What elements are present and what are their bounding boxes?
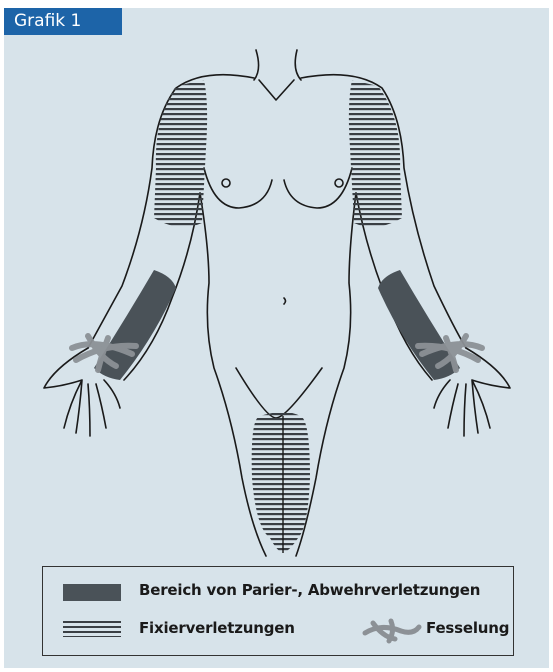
legend: Bereich von Parier-, Abwehrverletzungen … [42,566,514,656]
legend-label-fixation: Fixierverletzungen [139,619,295,637]
fixation-zone-left-upper-arm [154,80,207,227]
fixation-zone-right-upper-arm [349,80,402,227]
fixation-zone-inner-thighs [252,412,310,553]
legend-label-defense-area: Bereich von Parier-, Abwehrverletzungen [139,581,480,599]
defense-area-left-forearm [94,270,176,380]
legend-label-restraint: Fesselung [426,619,509,637]
figure-panel: Grafik 1 [4,8,549,668]
rope-icon [361,615,423,645]
legend-swatch-defense-area [63,584,121,601]
body-diagram [4,8,549,568]
legend-swatch-fixation [63,621,121,637]
